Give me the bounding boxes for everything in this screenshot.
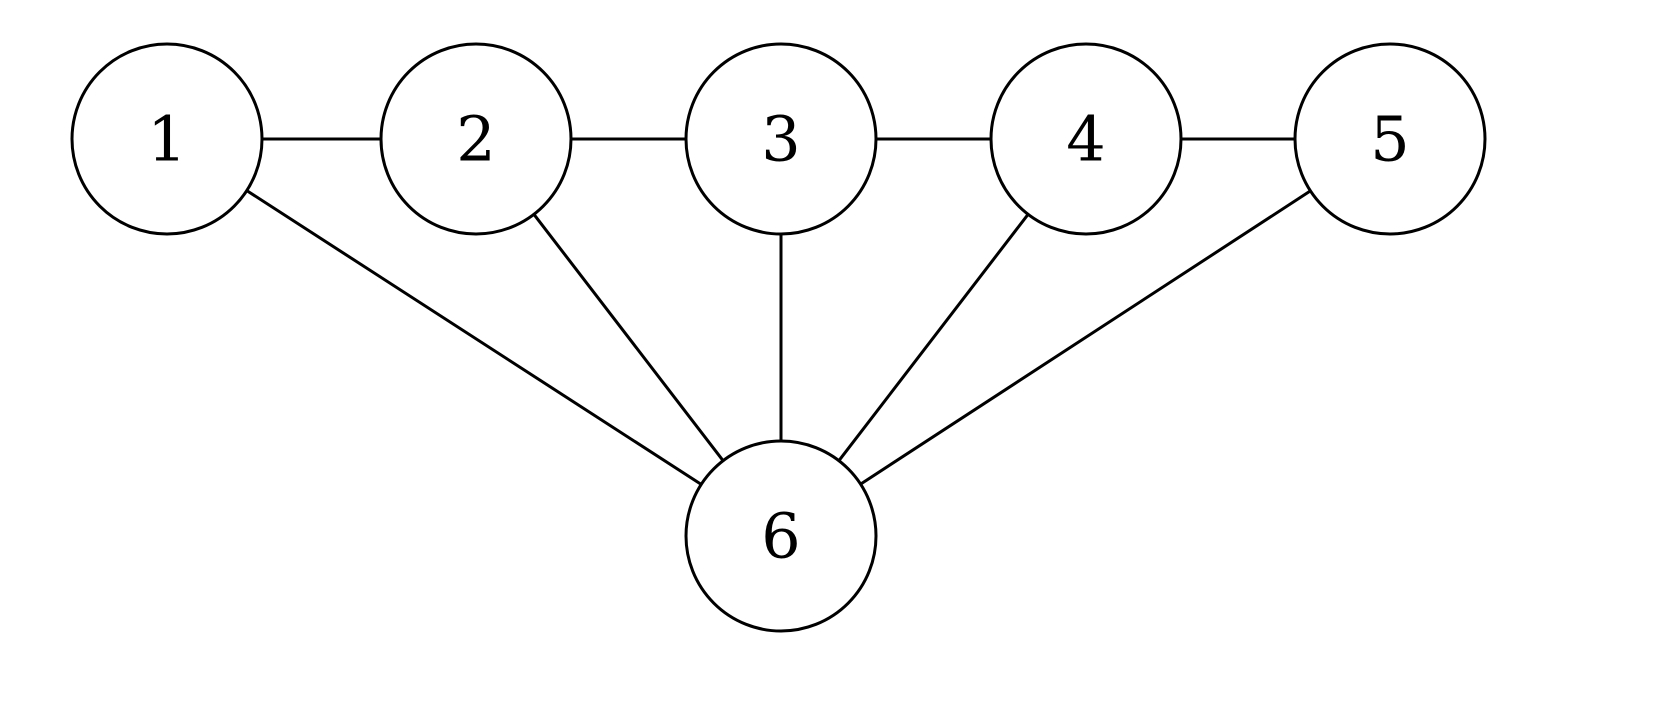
edge-n2-n6: [532, 213, 725, 462]
node-label: 6: [761, 500, 800, 573]
node-circle: [989, 42, 1183, 236]
node-label: 1: [147, 103, 186, 176]
node-label: 5: [1370, 103, 1409, 176]
node-label: 3: [761, 103, 800, 176]
node-circle: [1293, 42, 1487, 236]
node-4: 4: [989, 42, 1183, 236]
node-circle: [70, 42, 264, 236]
edge-n4-n6: [837, 213, 1030, 462]
node-5: 5: [1293, 42, 1487, 236]
node-2: 2: [379, 42, 573, 236]
edge-n5-n6: [859, 189, 1312, 486]
edges-layer: [245, 137, 1312, 486]
node-1: 1: [70, 42, 264, 236]
node-3: 3: [684, 42, 878, 236]
edge-n1-n6: [245, 189, 703, 486]
node-circle: [379, 42, 573, 236]
nodes-layer: 1 2 3 4 5 6: [70, 42, 1487, 633]
node-circle: [684, 42, 878, 236]
node-label: 4: [1066, 103, 1105, 176]
node-label: 2: [456, 103, 495, 176]
node-circle: [684, 439, 878, 633]
node-6: 6: [684, 439, 878, 633]
